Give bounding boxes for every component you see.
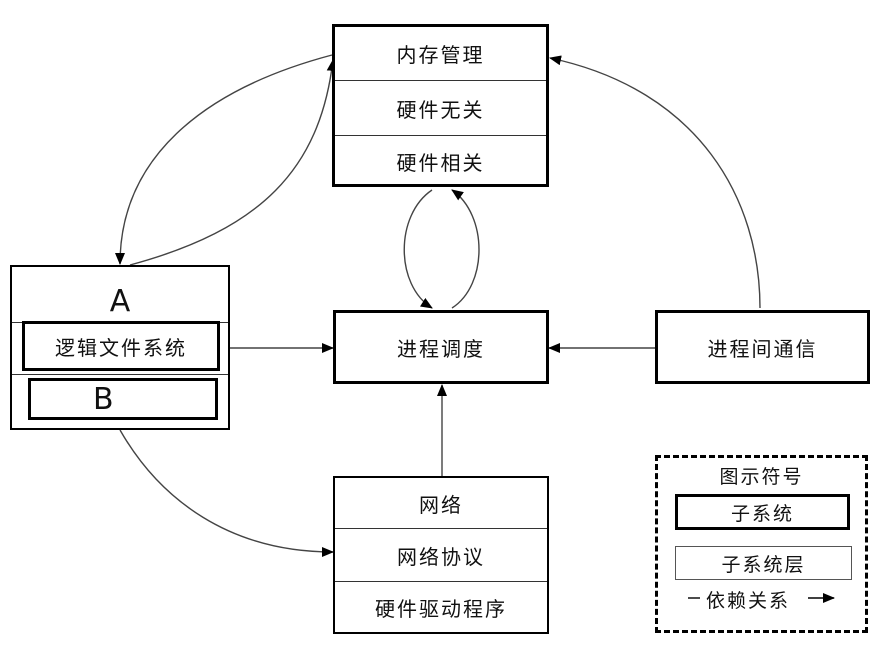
filesystem-label-b: B: [93, 382, 114, 417]
memory-layer-hw-dependent: 硬件相关: [396, 151, 485, 175]
network-box: 网络 网络协议 硬件驱动程序: [333, 476, 549, 634]
scheduler-box: 进程调度: [333, 310, 549, 384]
filesystem-label-a: A: [109, 283, 131, 319]
arrow-memory-to-scheduler: [403, 189, 433, 309]
network-title: 网络: [419, 492, 463, 517]
ipc-box: 进程间通信: [655, 310, 870, 384]
arrow-scheduler-to-memory: [451, 189, 480, 309]
legend-title: 图示符号: [719, 465, 804, 488]
legend-dependency: 依赖关系: [706, 590, 791, 612]
memory-management-box: 内存管理 硬件无关 硬件相关: [332, 24, 549, 187]
legend-box: 图示符号 子系统 子系统层 依赖关系: [655, 455, 868, 633]
arrow-filesystem-to-memory: [129, 59, 337, 266]
arrow-memory-to-filesystem: [115, 54, 333, 265]
filesystem-box: A 逻辑文件系统 B: [10, 265, 230, 430]
legend-subsystem-layer: 子系统层: [675, 546, 852, 580]
network-protocol: 网络协议: [397, 544, 485, 569]
logical-filesystem-box: 逻辑文件系统: [22, 321, 220, 371]
filesystem-b-box: B: [28, 378, 218, 420]
arrow-filesystem-to-network: [119, 429, 334, 557]
arrow-ipc-to-memory: [549, 55, 761, 309]
memory-title: 内存管理: [396, 43, 485, 67]
network-driver: 硬件驱动程序: [375, 596, 507, 621]
legend-subsystem: 子系统: [675, 494, 850, 530]
memory-layer-hw-independent: 硬件无关: [396, 97, 485, 122]
